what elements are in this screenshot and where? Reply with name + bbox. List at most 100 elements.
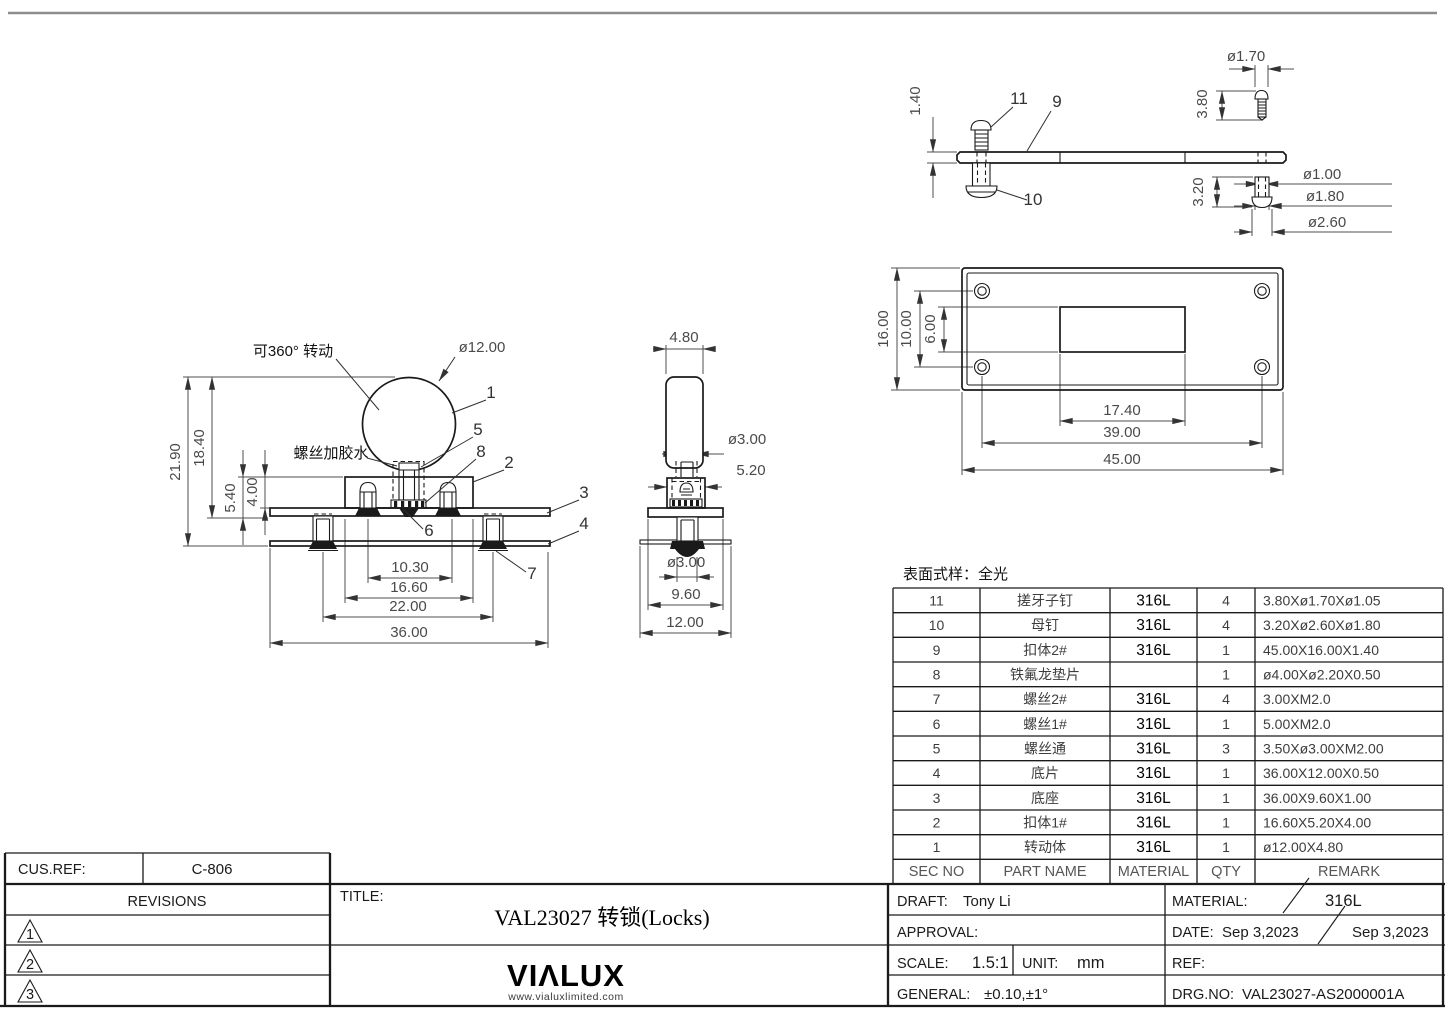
bottom-screw-side [670,516,705,557]
approval-label: APPROVAL: [897,925,978,941]
parts-cell-material: 316L [1136,765,1171,782]
parts-cell-name: 铁氟龙垫片 [1010,667,1080,683]
callout-5: 5 [473,420,482,439]
upper-screw-right [435,481,461,516]
dim-520: 5.20 [736,462,765,479]
plate-view: 16.00 10.00 6.00 17.40 39.00 45.00 [875,267,1284,475]
revisions-header: REVISIONS [128,894,207,910]
parts-cell-qty: 4 [1222,617,1230,633]
thread-pin-detail [1254,89,1269,121]
title-block: CUS.REF: C-806 REVISIONS 1 2 3 TITLE: VA… [0,852,1445,1008]
dim-600: 6.00 [922,314,939,343]
nut-under-bar [965,162,998,199]
dim-1600: 16.00 [875,310,892,348]
parts-cell-name: 螺丝1# [1023,716,1067,732]
cus-ref-value: C-806 [192,861,233,878]
scale-label: SCALE: [897,956,949,972]
parts-cell-name: 螺丝2# [1023,691,1067,707]
col-header-sec-no: SEC NO [909,864,965,880]
revision-marker-number: 2 [26,957,34,973]
dim-dia3-bottom: ø3.00 [667,554,705,571]
parts-cell-material: 316L [1136,617,1171,634]
parts-cell-qty: 4 [1222,593,1230,609]
parts-cell-material: 316L [1136,593,1171,610]
parts-cell-sec: 11 [929,593,944,609]
parts-cell-remark: 5.00XM2.0 [1263,716,1331,732]
drawing-title: VAL23027 转锁(Locks) [494,905,709,930]
parts-cell-sec: 4 [933,765,941,781]
cus-ref-label: CUS.REF: [18,862,86,878]
parts-cell-qty: 1 [1222,790,1230,806]
general-tolerance-value: ±0.10,±1° [984,986,1048,1003]
parts-cell-remark: 3.00XM2.0 [1263,691,1331,707]
side-view: 4.80 ø3.00 5.20 ø3.00 9.60 12.00 [639,329,766,638]
revision-marker-3: 3 [17,978,43,1003]
callout-3: 3 [579,483,588,502]
parts-cell-sec: 6 [933,716,941,732]
parts-cell-name: 转动体 [1024,839,1066,855]
draft-value: Tony Li [963,893,1011,910]
parts-cell-qty: 1 [1222,815,1230,831]
parts-cell-material: 316L [1136,815,1171,832]
col-header-material: MATERIAL [1118,864,1189,880]
callout-1: 1 [486,383,495,402]
callout-6: 6 [424,521,433,540]
front-view: 可360° 转动 螺丝加胶水 ø12.00 1 5 8 2 3 4 6 7 21… [167,339,589,648]
parts-cell-qty: 1 [1222,716,1230,732]
material-label: MATERIAL: [1172,894,1247,910]
lower-screw-left [308,513,338,552]
material-value: 316L [1325,892,1362,910]
parts-cell-qty: 3 [1222,741,1230,757]
nut-detail [1251,176,1273,209]
parts-cell-qty: 1 [1222,642,1230,658]
stem-screw [398,462,420,502]
rotating-ball-outline [361,376,457,472]
parts-cell-name: 底片 [1031,765,1059,781]
parts-cell-name: 扣体2# [1023,642,1067,658]
parts-cell-name: 母钉 [1031,617,1059,633]
callout-2: 2 [504,453,513,472]
dim-3900: 39.00 [1103,424,1141,441]
parts-cell-sec: 5 [933,741,941,757]
parts-cell-remark: 3.80Xø1.70Xø1.05 [1263,593,1381,609]
surface-finish-note: 表面式样：全光 [903,565,1008,583]
parts-cell-material: 316L [1136,839,1171,856]
col-header-qty: QTY [1211,864,1241,880]
dim-ball-diameter: ø12.00 [459,339,506,356]
dim-dia3-top: ø3.00 [728,431,766,448]
vialux-logo: VIΛLUX [507,958,625,993]
revision-marker-2: 2 [17,948,43,973]
revision-marker-number: 1 [26,927,34,943]
base-plate-side [647,507,724,518]
plate-outline [961,267,1284,391]
callout-8: 8 [476,442,485,461]
callout-4: 4 [579,514,588,533]
parts-cell-qty: 1 [1222,765,1230,781]
col-header-part-name: PART NAME [1004,864,1087,880]
parts-cell-sec: 10 [929,617,945,633]
date-value-2: Sep 3,2023 [1352,924,1429,941]
thread-pin-on-bar [970,119,992,151]
note-screw-glue: 螺丝加胶水 [293,445,368,462]
parts-cell-remark: 3.20Xø2.60Xø1.80 [1263,617,1381,633]
parts-cell-material: 316L [1136,741,1171,758]
dim-dia180: ø1.80 [1306,188,1344,205]
dim-dia100: ø1.00 [1303,166,1341,183]
dim-1840: 18.40 [191,429,208,467]
revision-marker-1: 1 [17,918,43,943]
dim-480: 4.80 [669,329,698,346]
parts-cell-sec: 9 [933,642,941,658]
rotating-body-side [665,376,704,469]
parts-cell-qty: 4 [1222,691,1230,707]
parts-cell-remark: 45.00X16.00X1.40 [1263,642,1379,658]
parts-cell-remark: ø12.00X4.80 [1263,839,1343,855]
parts-cell-sec: 1 [933,839,941,855]
plate-holes [973,282,1271,376]
dim-2200: 22.00 [389,598,427,615]
parts-cell-material: 316L [1136,642,1171,659]
dim-3600: 36.00 [390,624,428,641]
dim-320: 3.20 [1190,177,1207,206]
